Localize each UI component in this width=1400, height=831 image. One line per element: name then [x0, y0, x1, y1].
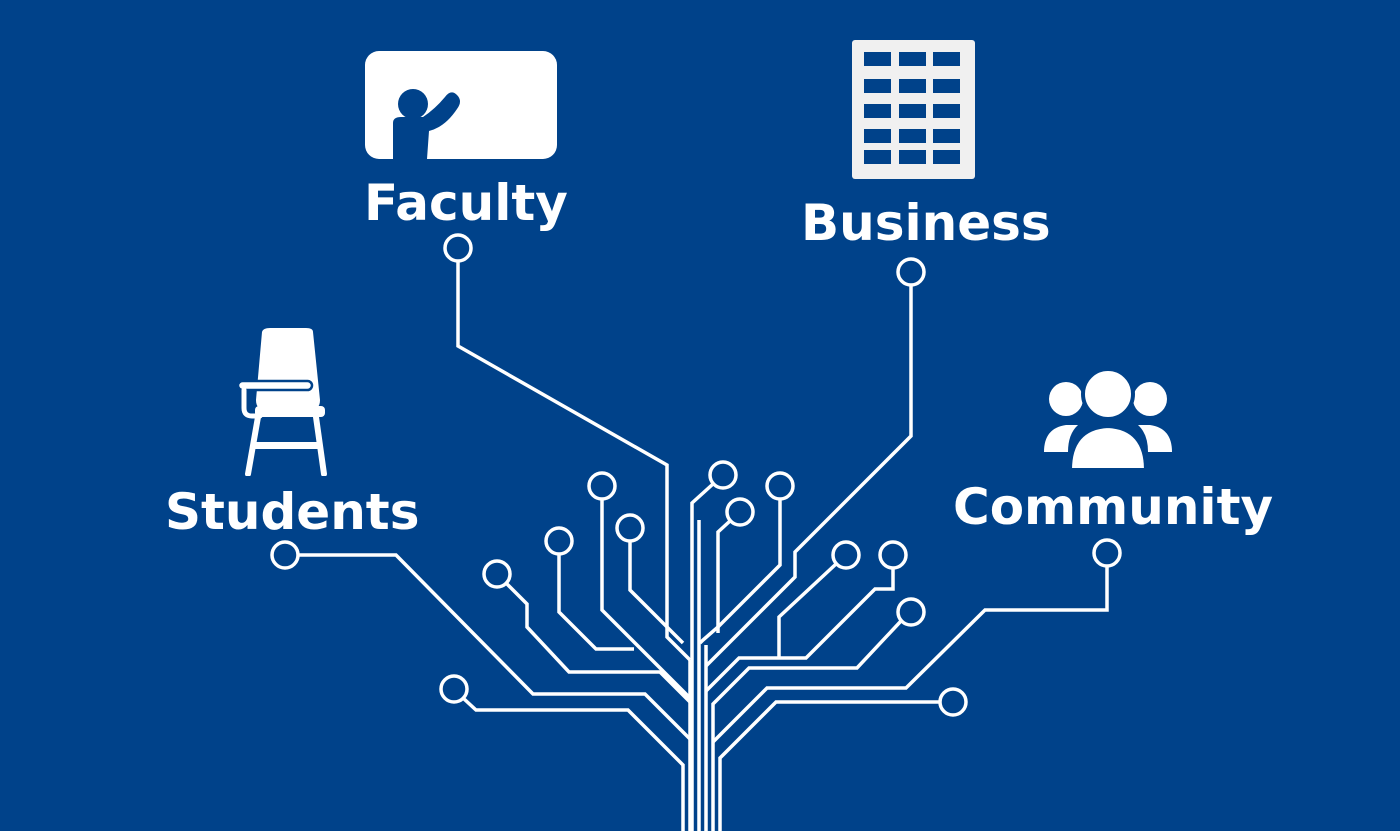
community-connector: [711, 538, 1122, 744]
faculty-label: Faculty: [364, 174, 568, 232]
office-building-icon: [852, 40, 975, 179]
student-desk-chair-icon: [236, 328, 327, 476]
students-label: Students: [165, 483, 420, 541]
business-connector: [704, 257, 926, 668]
people-group-icon: [1044, 370, 1172, 472]
business-label: Business: [801, 194, 1051, 252]
teacher-board-icon: [365, 51, 557, 159]
community-label: Community: [953, 478, 1274, 536]
right-branches: [698, 471, 968, 831]
left-branches: [439, 460, 738, 831]
students-connector: [270, 540, 692, 741]
faculty-connector: [443, 233, 692, 662]
trunk: [688, 520, 708, 831]
